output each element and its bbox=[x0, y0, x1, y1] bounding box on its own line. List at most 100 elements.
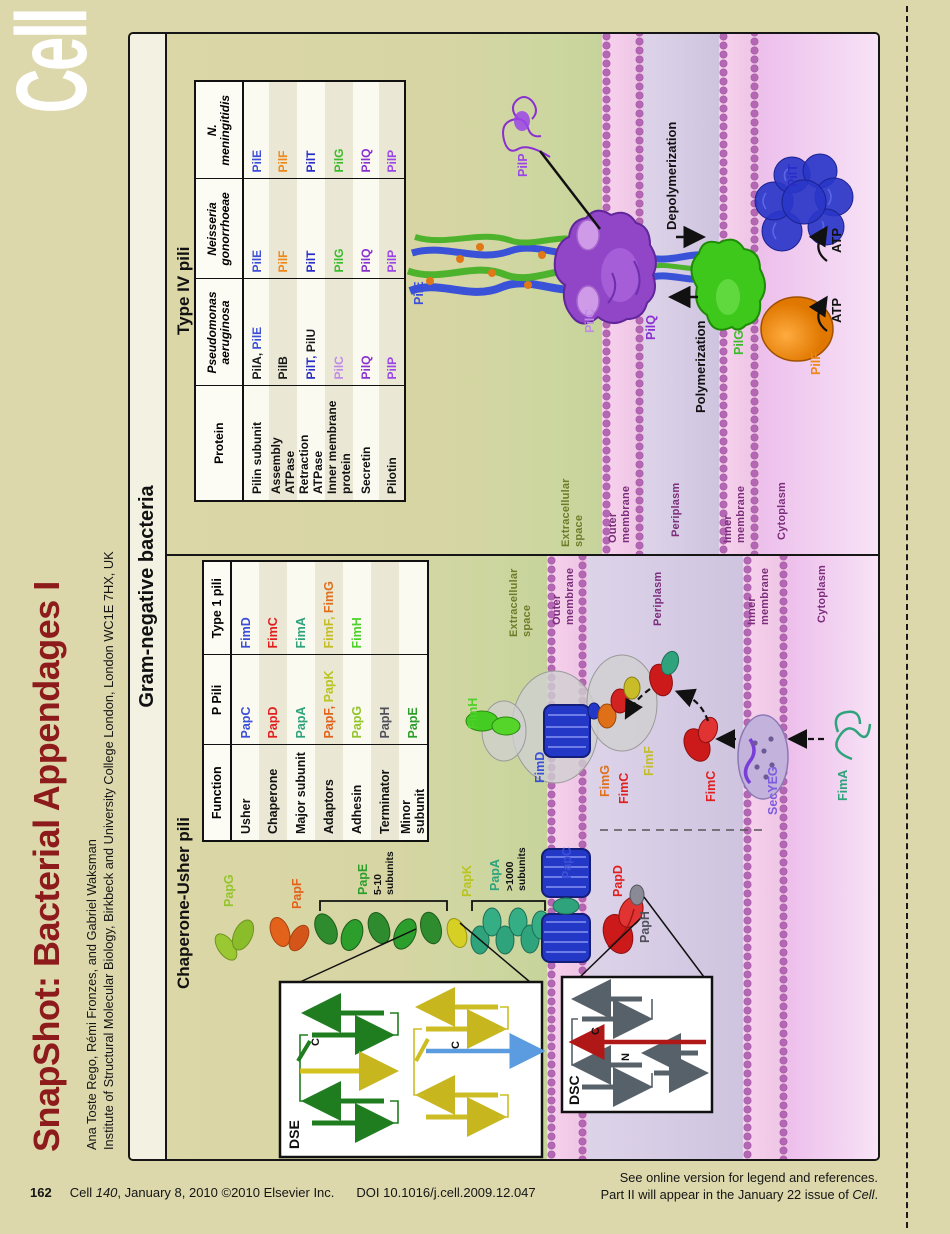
right-inner-membrane-band bbox=[719, 34, 759, 554]
cell: PilC bbox=[325, 279, 353, 386]
panel-divider bbox=[167, 554, 878, 556]
row-label: Retraction ATPase bbox=[297, 434, 325, 494]
figure-header: Gram-negative bacteria bbox=[130, 34, 167, 1159]
cell: PilT, PilU bbox=[297, 279, 325, 386]
col-pseudomonas: Pseudomonas aeruginosa bbox=[195, 279, 243, 386]
fimC-usher-label: FimC bbox=[617, 772, 631, 804]
cell: PilE bbox=[243, 179, 269, 279]
cell: PapE bbox=[399, 655, 428, 745]
row-label: Pilin subunit bbox=[249, 422, 264, 494]
cell: FimC bbox=[259, 561, 287, 655]
cell: PilG bbox=[325, 179, 353, 279]
type-iv-table: Protein Pseudomonas aeruginosa Neisseria… bbox=[194, 80, 406, 502]
papF-label: PapF bbox=[290, 878, 304, 909]
pilT-label: PilT bbox=[786, 164, 800, 187]
papE-subunit-count: 5-10 subunits bbox=[372, 851, 396, 895]
row-label: Major subunit bbox=[294, 752, 308, 834]
page-number: 162 bbox=[30, 1185, 52, 1200]
left-panel-title: Chaperone-Usher pili bbox=[174, 817, 193, 989]
cell: FimA bbox=[287, 561, 315, 655]
left-inner-membrane-band bbox=[743, 556, 788, 1159]
col-p-pili: P Pili bbox=[203, 655, 231, 745]
cell: FimF, FimG bbox=[315, 561, 343, 655]
fimH-label: FimH bbox=[466, 697, 480, 729]
cell: PilT bbox=[297, 81, 325, 179]
papG-label: PapG bbox=[222, 874, 236, 907]
pilP-label: PilP bbox=[516, 153, 530, 177]
cell bbox=[399, 561, 428, 655]
right-periplasm-label: Periplasm bbox=[670, 482, 682, 537]
atp-label-pilT: ATP bbox=[829, 227, 844, 253]
cell: PilB bbox=[269, 279, 297, 386]
left-periplasm-label: Periplasm bbox=[652, 571, 664, 626]
papD-label: PapD bbox=[611, 865, 625, 897]
doi: DOI 10.1016/j.cell.2009.12.047 bbox=[356, 1185, 536, 1200]
row-label: Adhesin bbox=[350, 784, 364, 834]
fimA-label: FimA bbox=[836, 769, 850, 801]
fimG-label: FimG bbox=[598, 765, 612, 797]
cut-line-dashed bbox=[906, 6, 908, 1228]
row-label: Usher bbox=[238, 798, 253, 834]
pilG-label: PilG bbox=[732, 329, 746, 355]
cell: PilQ bbox=[353, 279, 379, 386]
cell: PilP bbox=[379, 81, 405, 179]
polymerization-label: Polymerization bbox=[693, 320, 708, 413]
cell: FimH bbox=[343, 561, 371, 655]
authors-block: Ana Toste Rego, Rémi Fronzes, and Gabrie… bbox=[84, 551, 117, 1150]
atp-label-pilF: ATP bbox=[829, 297, 844, 323]
cell: PilA, PilE bbox=[243, 279, 269, 386]
cell: PapA bbox=[287, 655, 315, 745]
right-inner-membrane-label: Inner membrane bbox=[722, 485, 747, 543]
pilQ-label: PilQ bbox=[644, 314, 658, 340]
papA-label: PapA bbox=[488, 859, 502, 891]
papC-label: PapC bbox=[560, 847, 574, 879]
left-outer-membrane-label: Outer membrane bbox=[551, 567, 576, 625]
right-cytoplasm-band bbox=[759, 34, 878, 554]
dse-c-terminus-yellow: C bbox=[450, 1041, 462, 1049]
pilC-label: PilC bbox=[583, 308, 597, 333]
page-title: SnapShot: Bacterial Appendages I bbox=[26, 581, 67, 1152]
col-neisseria-gonorrhoeae: Neisseria gonorrhoeae bbox=[195, 179, 243, 279]
right-extracellular-label: Extracellular space bbox=[560, 478, 585, 547]
left-extracellular-label: Extracellular space bbox=[508, 568, 533, 637]
cell: PapH bbox=[371, 655, 399, 745]
row-label: Chaperone bbox=[266, 768, 280, 834]
cell: PilP bbox=[379, 279, 405, 386]
cell: FimD bbox=[231, 561, 259, 655]
right-cytoplasm-label: Cytoplasm bbox=[776, 481, 788, 540]
affiliation: Institute of Structural Molecular Biolog… bbox=[100, 551, 116, 1150]
row-label: Minor subunit bbox=[399, 788, 427, 834]
dsc-n-terminus: N bbox=[620, 1053, 632, 1061]
right-periplasm-band bbox=[644, 34, 719, 554]
row-label: Terminator bbox=[378, 769, 392, 834]
left-cytoplasm-label: Cytoplasm bbox=[816, 564, 828, 623]
snapshot-figure: Gram-negative bacteria bbox=[128, 32, 880, 1161]
cell: PapG bbox=[343, 655, 371, 745]
left-inner-membrane-label: Inner membrane bbox=[746, 567, 771, 625]
cell-journal-logo: Cell bbox=[0, 10, 108, 114]
cell: PilT bbox=[297, 179, 325, 279]
cell: PilG bbox=[325, 81, 353, 179]
papH-label: PapH bbox=[638, 911, 652, 943]
dsc-c-terminus: C bbox=[590, 1027, 602, 1035]
row-label: Secretin bbox=[359, 446, 373, 494]
papE-label: PapE bbox=[356, 863, 370, 895]
pilE-label: PilE bbox=[412, 281, 426, 305]
fimC-chaperone-label: FimC bbox=[704, 770, 718, 802]
author-names: Ana Toste Rego, Rémi Fronzes, and Gabrie… bbox=[84, 839, 99, 1150]
cell: PilQ bbox=[353, 81, 379, 179]
footer-note-line1: See online version for legend and refere… bbox=[619, 1170, 878, 1185]
col-type1-pili: Type 1 pili bbox=[203, 561, 231, 655]
col-n-meningitidis: N. meningitidis bbox=[195, 81, 243, 179]
cell bbox=[371, 561, 399, 655]
cell: PapF, PapK bbox=[315, 655, 343, 745]
